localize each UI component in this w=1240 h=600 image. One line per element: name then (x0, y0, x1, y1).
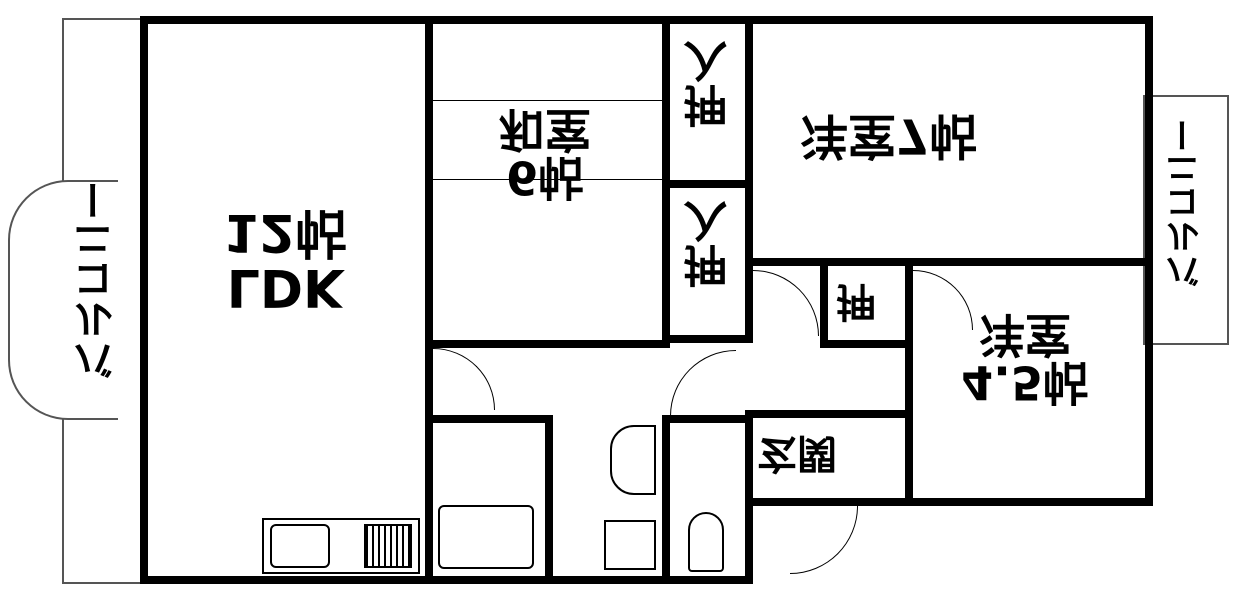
toilet (688, 512, 724, 572)
youshitsu-7-label: 洋室7帖 (800, 107, 978, 164)
door-youshitsu-7[interactable] (753, 270, 819, 336)
door-entrance[interactable] (790, 506, 858, 574)
washitsu-label: 6帖 和室 (450, 102, 640, 205)
youshitsu-4-5-size: 4.5帖 (961, 355, 1089, 410)
wash-basin (610, 425, 656, 495)
ldk-size: 12帖 (222, 202, 348, 263)
youshitsu-7-size: 7帖 (896, 107, 978, 164)
room-bath (425, 415, 553, 584)
room-youshitsu-4-5 (905, 258, 1153, 506)
genkan-label: 玄関 (757, 430, 837, 476)
ldk-name: LDK (226, 257, 344, 318)
balcony-left-label: バルコニー (66, 180, 112, 380)
washing-machine (604, 520, 656, 570)
oshiire-2-label: 押入 (675, 200, 727, 288)
washitsu-name: 和室 (499, 102, 591, 157)
youshitsu-7-name: 洋室 (800, 107, 897, 164)
door-washroom[interactable] (670, 350, 736, 416)
bathtub (438, 505, 534, 569)
oshiire-1-label: 押入 (675, 40, 727, 128)
stove (364, 524, 412, 568)
balcony-right (1143, 95, 1229, 345)
washitsu-size: 6帖 (505, 150, 584, 205)
tatami-lines (433, 100, 662, 180)
balcony-right-label: バルコニー (1158, 118, 1199, 288)
ldk-label: LDK 12帖 (190, 202, 380, 318)
kitchen-counter (262, 518, 420, 574)
door-hall-ldk[interactable] (433, 348, 495, 410)
room-genkan (745, 410, 913, 506)
sink (270, 524, 330, 568)
closet-label: 押 (836, 278, 876, 324)
balcony-left-bay (8, 180, 118, 420)
